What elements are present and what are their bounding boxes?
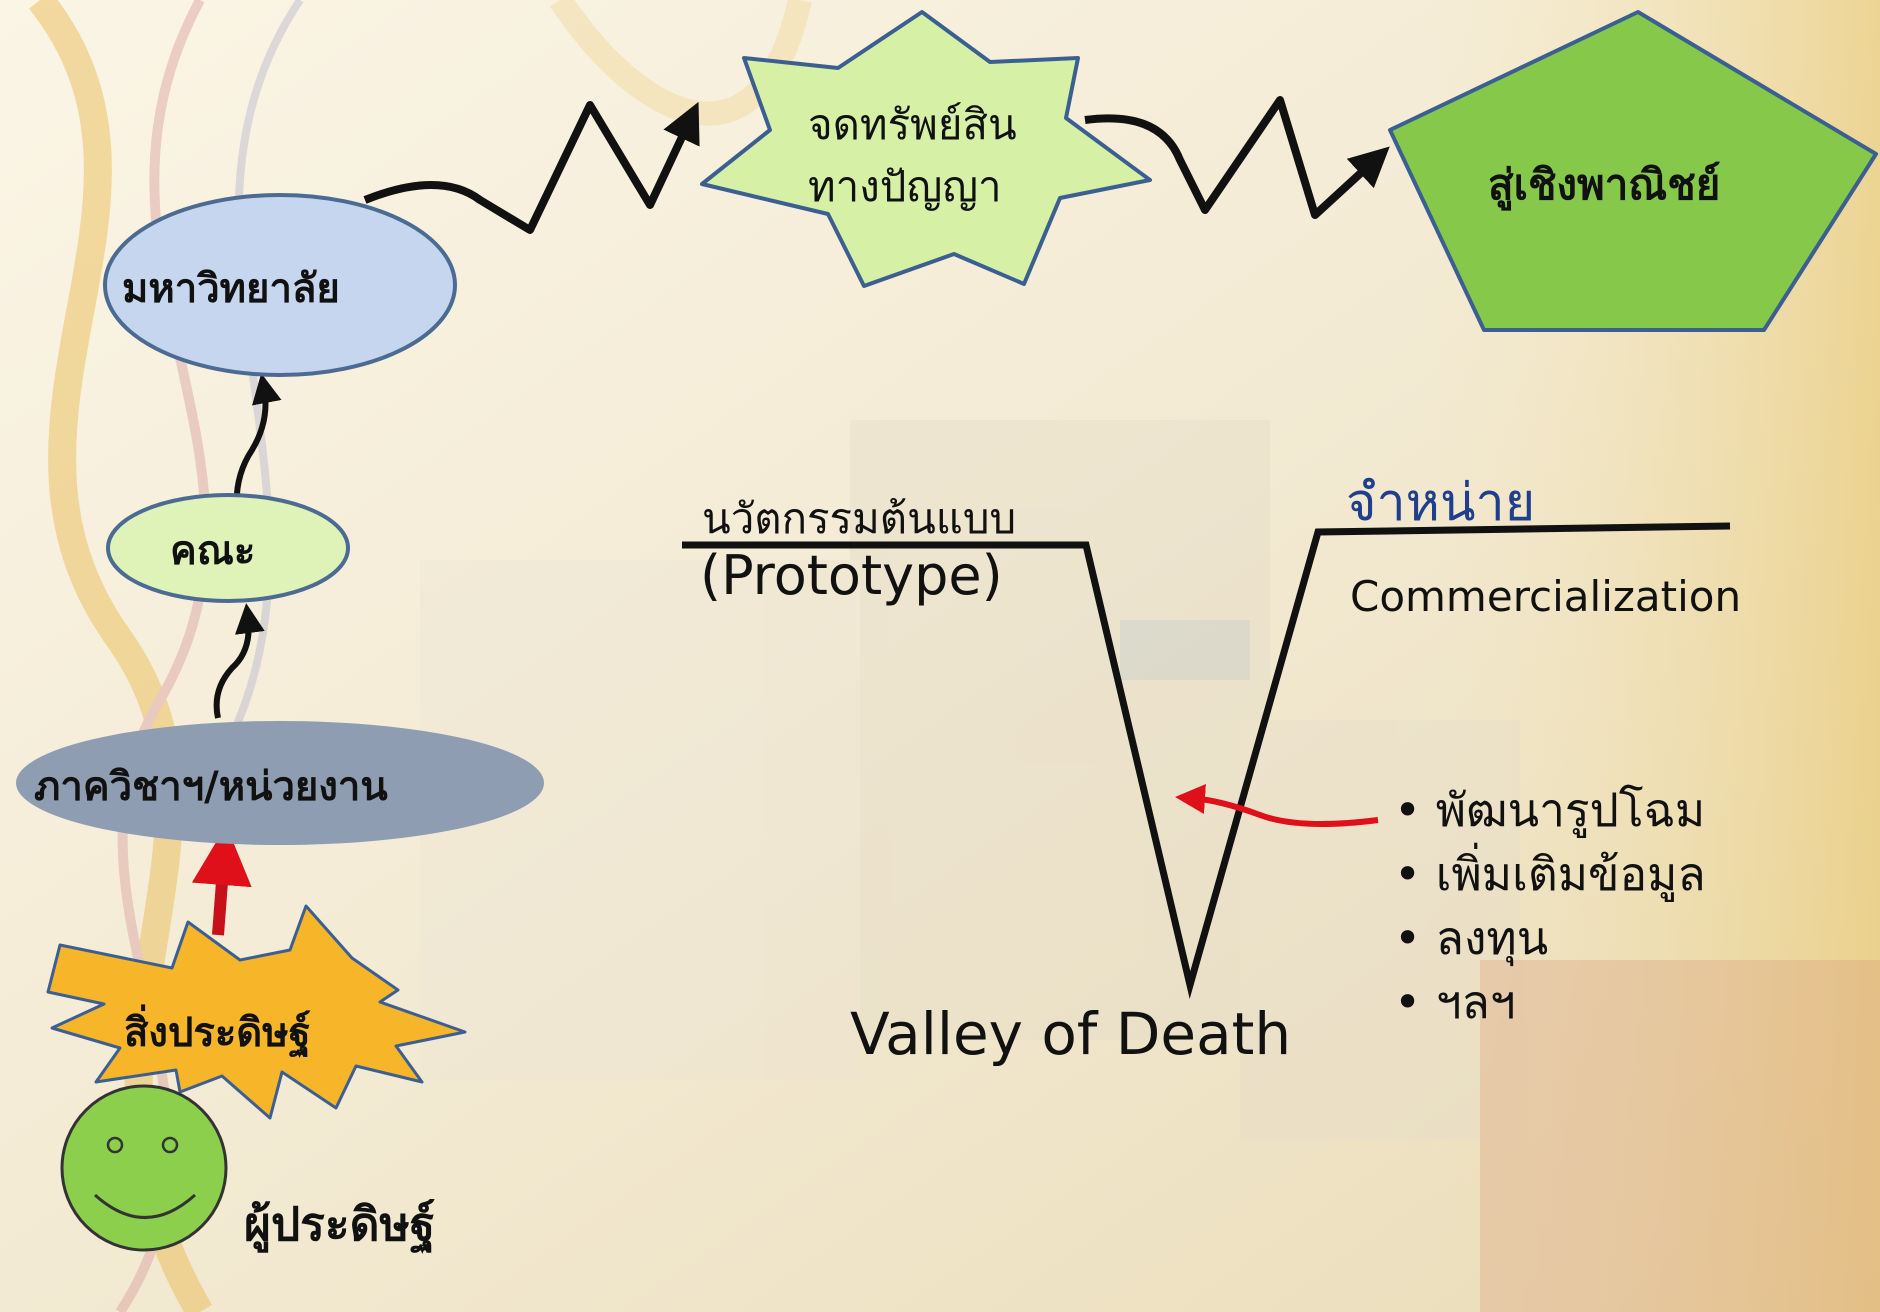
inventor-label: ผู้ประดิษฐ์ <box>244 1197 436 1251</box>
prototype-en-label: (Prototype) <box>700 544 1003 607</box>
university-label: มหาวิทยาลัย <box>122 266 340 312</box>
support-item: • ฯลฯ <box>1394 975 1516 1029</box>
valley-of-death-label: Valley of Death <box>850 1000 1292 1068</box>
invention-label: สิ่งประดิษฐ์ <box>124 1010 311 1056</box>
inventor-smiley-icon <box>60 1084 228 1252</box>
department-label: ภาควิชาฯ/หน่วยงาน <box>34 764 388 810</box>
support-item: • เพิ่มเติมข้อมูล <box>1394 847 1706 901</box>
wavy-arrow-ip-to-commercial <box>1084 96 1390 219</box>
faculty-label: คณะ <box>170 528 256 574</box>
support-item: • ลงทุน <box>1394 911 1549 965</box>
department-ellipse <box>16 721 544 845</box>
commercial-label: สู่เชิงพาณิชย์ <box>1488 160 1721 209</box>
distribution-label: จำหน่าย <box>1346 473 1536 533</box>
ip-registration-star <box>700 10 1152 288</box>
prototype-thai-label: นวัตกรรมต้นแบบ <box>702 494 1017 543</box>
ip-registration-label-line1: จดทรัพย์สิน <box>808 100 1017 149</box>
background-building <box>420 420 1880 1312</box>
support-list: • พัฒนารูปโฉม • เพิ่มเติมข้อมูล • ลงทุน … <box>1394 778 1706 1034</box>
support-arrow <box>1175 784 1379 827</box>
faculty-ellipse <box>106 493 350 603</box>
valley-of-death-line <box>682 522 1731 999</box>
arrow-department-to-faculty <box>213 603 265 719</box>
ip-registration-label-line2: ทางปัญญา <box>808 162 1002 211</box>
university-ellipse <box>103 193 457 377</box>
support-item: • พัฒนารูปโฉม <box>1394 783 1706 837</box>
commercial-pentagon <box>1388 10 1878 332</box>
wavy-arrow-university-to-ip <box>363 101 700 234</box>
commercialization-label: Commercialization <box>1350 572 1742 621</box>
invention-starburst <box>46 904 467 1120</box>
arrow-invention-to-department <box>191 825 252 936</box>
